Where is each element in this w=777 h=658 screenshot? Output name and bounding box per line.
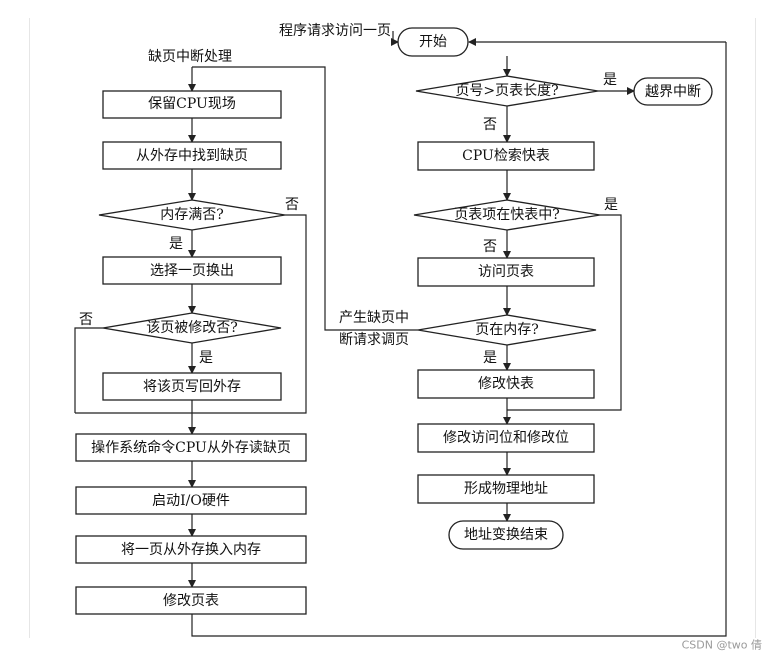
not-modified-connector	[74, 327, 103, 413]
os-read-page-box	[75, 433, 307, 462]
memory-not-full-connector	[75, 214, 307, 414]
request-label: 程序请求访问一页	[279, 23, 391, 39]
loop-back-connector	[191, 42, 727, 637]
access-page-table-box	[417, 257, 595, 287]
form-phys-addr-box	[417, 474, 595, 504]
select-victim-label: 选择一页换出	[150, 262, 234, 279]
save-cpu-state-box	[102, 90, 282, 119]
yes-label-memory: 是	[483, 350, 497, 366]
yes-label-bounds: 是	[603, 72, 617, 88]
memory-full-label: 内存满否?	[160, 207, 224, 223]
page-number-check-label: 页号>页表长度?	[455, 83, 558, 99]
yes-label-modified: 是	[199, 350, 213, 366]
translation-end-label: 地址变换结束	[464, 526, 548, 543]
out-of-bounds-label: 越界中断	[645, 84, 701, 100]
fault-request-connector	[192, 66, 418, 331]
swap-in-label: 将一页从外存换入内存	[121, 541, 261, 558]
modify-page-table-label: 修改页表	[163, 593, 219, 609]
modify-tlb-label: 修改快表	[478, 376, 534, 392]
in-memory-check-label: 页在内存?	[475, 322, 539, 338]
select-victim-box	[102, 256, 282, 285]
fault-request-label-1: 产生缺页中	[339, 310, 409, 326]
yes-label-memory-full: 是	[169, 236, 183, 252]
cpu-search-tlb-box	[417, 141, 595, 171]
start-label: 开始	[419, 34, 447, 50]
no-label-modified: 否	[79, 312, 93, 328]
yes-label-tlb: 是	[604, 197, 618, 213]
find-page-box	[102, 141, 282, 170]
fault-handling-title: 缺页中断处理	[148, 49, 232, 65]
swap-in-box	[75, 535, 307, 564]
modify-tlb-box	[417, 369, 595, 399]
os-read-page-label: 操作系统命令CPU从外存读缺页	[91, 439, 291, 456]
start-io-box	[75, 486, 307, 515]
modify-access-bits-label: 修改访问位和修改位	[443, 430, 569, 446]
modify-access-bits-box	[417, 423, 595, 453]
translation-end-terminal	[448, 520, 564, 550]
no-label-memory-full: 否	[285, 197, 299, 213]
write-back-label: 将该页写回外存	[143, 379, 241, 395]
find-page-label: 从外存中找到缺页	[136, 148, 248, 164]
write-back-box	[102, 372, 282, 401]
fault-request-label-2: 断请求调页	[339, 332, 409, 348]
modify-page-table-box	[75, 586, 307, 615]
watermark: CSDN @two 倩	[682, 639, 762, 652]
no-label-bounds: 否	[483, 117, 497, 133]
cpu-search-tlb-label: CPU检索快表	[462, 147, 550, 164]
form-phys-addr-label: 形成物理地址	[464, 481, 548, 497]
save-cpu-state-label: 保留CPU现场	[148, 96, 236, 112]
out-of-bounds-terminal	[633, 77, 713, 106]
access-page-table-label: 访问页表	[478, 264, 534, 280]
tlb-hit-connector	[507, 214, 622, 411]
no-label-tlb: 否	[483, 239, 497, 255]
start-io-label: 启动I/O硬件	[152, 493, 230, 509]
modified-check-label: 该页被修改否?	[146, 320, 238, 336]
in-tlb-check-label: 页表项在快表中?	[454, 207, 560, 223]
